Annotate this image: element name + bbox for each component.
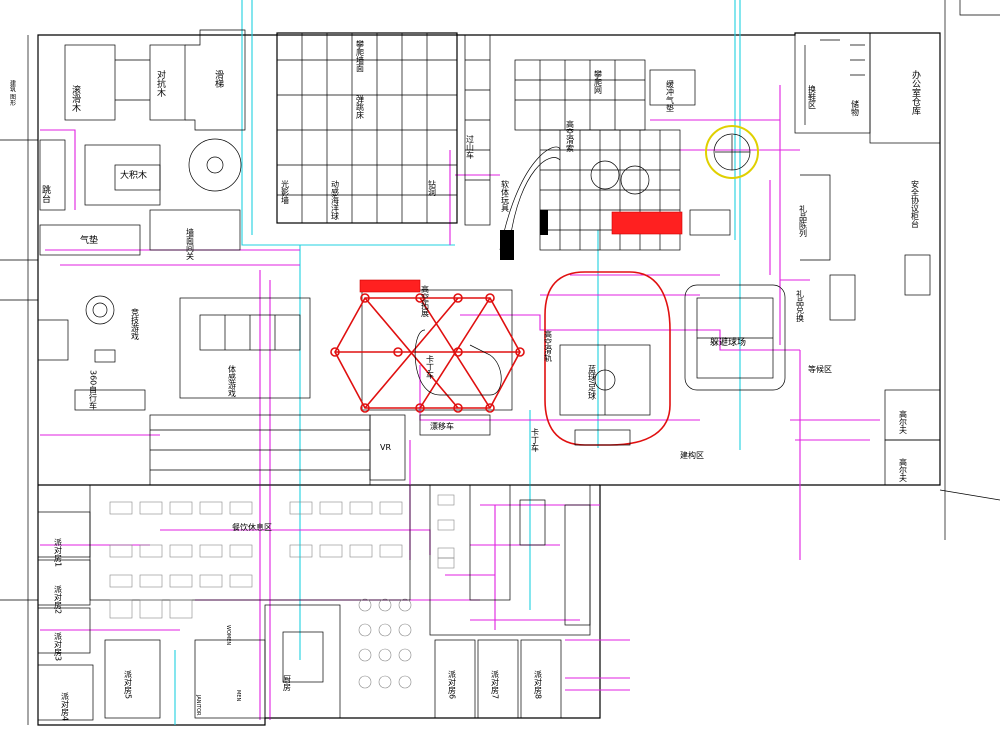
zone-top-left: 滚滑木 对抗木 滑梯 跳台 大积木 气垫 墙面间关 建筑 图形 <box>9 29 246 261</box>
label-wall-walk: 墙面间关 <box>186 227 195 261</box>
label-roller-coaster: 过山车 <box>466 134 475 160</box>
label-party3: 派对房3 <box>54 632 63 661</box>
label-aerial-cable: 高空滑索 <box>566 119 575 152</box>
label-golf2: 高尔夫 <box>899 457 908 483</box>
zone-right-rooms: 办公室仓库 安全协议柜台 换鞋区 储物 礼品兑换 礼品陈列 等候区 高尔夫 高尔… <box>794 32 941 486</box>
label-trampoline: 弹跳床 <box>356 94 365 120</box>
label-door-left: 建筑 图形 <box>9 79 16 107</box>
label-climb-net: 攀爬网 <box>594 69 603 95</box>
zone-left-middle: 竞技游戏 360自行车 体感游戏 <box>37 295 311 411</box>
label-dodgeball: 躲避球场 <box>710 336 746 348</box>
label-bumper: 缓冲气垫 <box>666 79 675 112</box>
label-soft-toys: 软体玩具 <box>501 179 510 213</box>
label-party5: 派对房5 <box>124 670 133 699</box>
utility-lines <box>40 0 880 725</box>
zone-dodgeball: 躲避球场 <box>684 284 786 391</box>
label-front-desk: 安全协议柜台 <box>911 179 920 229</box>
zone-party-rooms: 派对房1 派对房2 派对房3 派对房4 派对房5 派对房6 派对房7 派对房8 … <box>37 511 562 721</box>
zone-climb-grid: 攀爬墙面 动感海洋球 光影墙 钻洞 弹跳床 过山车 <box>276 32 491 226</box>
label-roller-wood: 滚滑木 <box>70 84 81 113</box>
label-slide-top: 滑梯 <box>213 70 224 89</box>
label-basketball: 蓝球/足球 <box>588 364 597 400</box>
label-kitchen: 厨房 <box>283 675 292 692</box>
label-party6: 派对房6 <box>448 670 457 699</box>
label-toy-display: 礼品陈列 <box>799 204 808 238</box>
label-aerial-slide: 高空滑轨 <box>544 329 553 363</box>
label-janitor: JANITOR <box>195 694 201 716</box>
zone-carousel <box>705 125 759 179</box>
label-wait-area: 等候区 <box>808 364 832 374</box>
label-toilet-m: MEN <box>235 690 241 701</box>
zone-aerial-expand: 高空拓展 卡丁车 <box>330 279 525 413</box>
label-building-block: 建构区 <box>680 450 704 460</box>
label-tunnel: 钻洞 <box>428 179 437 196</box>
label-sensory: 体感游戏 <box>228 364 237 398</box>
label-stage: 跳台 <box>40 184 51 204</box>
label-air-cushion: 气垫 <box>80 234 98 246</box>
zone-dining: 餐饮休息区 <box>89 484 591 636</box>
label-kids-ride: 卡丁车 <box>531 427 540 453</box>
label-party2: 派对房2 <box>54 585 63 614</box>
label-blocks: 大积木 <box>120 169 147 181</box>
label-balance-wood: 对抗木 <box>155 69 166 98</box>
label-aerial-expand: 高空拓展 <box>421 284 430 318</box>
label-shoes: 换鞋区 <box>808 84 817 109</box>
zone-middle-band: VR 漂移车 卡丁车 建构区 <box>149 414 704 486</box>
zone-center-play: 缓冲气垫 高空滑索 攀爬网 软体玩具 <box>499 59 731 260</box>
label-dining: 餐饮休息区 <box>232 522 272 532</box>
label-party8: 派对房8 <box>534 670 543 699</box>
zone-aerial-slide: 高空滑轨 蓝球/足球 <box>544 271 671 446</box>
label-locker: 储物 <box>851 99 860 117</box>
label-party7: 派对房7 <box>491 670 500 699</box>
label-office: 办公室仓库 <box>910 69 921 116</box>
label-drift-car: 漂移车 <box>430 421 454 431</box>
label-light-wall: 光影墙 <box>281 179 290 205</box>
label-vr: VR <box>380 443 391 452</box>
label-kart: 卡丁车 <box>426 354 435 380</box>
label-climb-top: 攀爬墙面 <box>356 39 365 73</box>
label-party4: 派对房4 <box>61 692 70 721</box>
label-ocean-ball: 动感海洋球 <box>331 179 340 220</box>
label-bike-360: 360自行车 <box>89 370 98 410</box>
label-arcade: 竞技游戏 <box>131 307 140 341</box>
label-gift: 礼品兑换 <box>796 289 805 323</box>
label-party1: 派对房1 <box>54 538 63 567</box>
label-toilet-w: WOMEN <box>225 625 231 645</box>
label-golf: 高尔夫 <box>899 409 908 435</box>
